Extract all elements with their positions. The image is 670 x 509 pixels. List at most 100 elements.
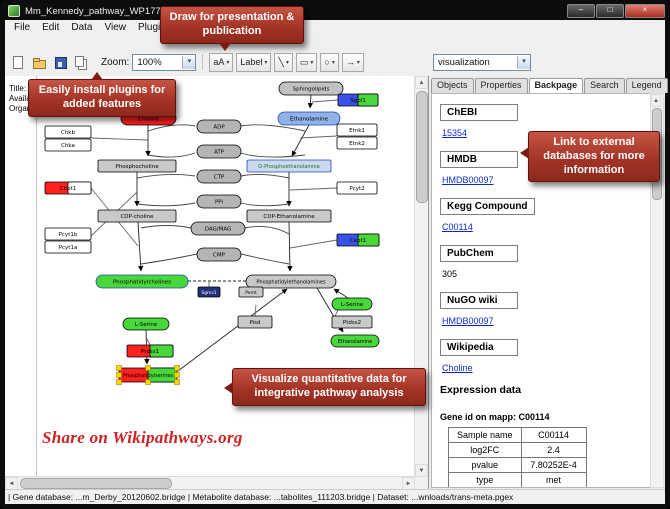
- pathway-edge[interactable]: [177, 288, 288, 372]
- menu-edit[interactable]: Edit: [42, 22, 60, 33]
- minimize-button[interactable]: –: [567, 4, 595, 18]
- chevron-down-icon[interactable]: ▾: [182, 55, 196, 69]
- oval-tool-button[interactable]: ○▾: [320, 52, 339, 72]
- pathway-canvas[interactable]: SphingolipidsSgpl1EthanolamineEtnk1Etnk2…: [37, 76, 416, 476]
- pathway-node-cept1[interactable]: Cept1: [336, 233, 380, 247]
- pathway-edge[interactable]: [137, 221, 144, 272]
- save-file-icon[interactable]: [51, 53, 69, 72]
- pathway-node-ptdss2[interactable]: Ptdss2: [331, 315, 373, 329]
- datanode-tool-button[interactable]: aA▾: [209, 52, 234, 72]
- pathway-node-atp[interactable]: ATP: [196, 144, 242, 159]
- pathway-edge[interactable]: [311, 99, 339, 103]
- pathway-edge[interactable]: [136, 173, 196, 179]
- pathway-node-pcyt1a[interactable]: Pcyt1a: [44, 240, 92, 254]
- pathway-edge[interactable]: [90, 137, 149, 141]
- pathway-edge[interactable]: [140, 225, 192, 229]
- menu-plugins[interactable]: Plugins: [137, 22, 171, 33]
- selection-handle[interactable]: [116, 365, 122, 371]
- pathway-edge[interactable]: [147, 152, 196, 158]
- pathway-node-chpt1[interactable]: Chpt1: [44, 181, 92, 195]
- menu-file[interactable]: File: [14, 22, 31, 33]
- canvas-horizontal-scrollbar[interactable]: ◄ ►: [5, 476, 415, 490]
- pathway-node-l-serine[interactable]: L-Serine: [331, 297, 373, 311]
- maximize-button[interactable]: □: [596, 4, 624, 18]
- rectangle-tool-button[interactable]: ▭▾: [295, 52, 318, 72]
- selection-handle[interactable]: [174, 365, 180, 371]
- tab-legend[interactable]: Legend: [625, 78, 668, 93]
- pathway-node-pcyt1b[interactable]: Pcyt1b: [44, 227, 92, 241]
- pathway-node-ptdss1[interactable]: Ptdss1: [126, 344, 174, 358]
- menu-view[interactable]: View: [104, 22, 126, 33]
- label-tool-button[interactable]: Label▾: [236, 52, 272, 72]
- selection-handle[interactable]: [145, 379, 151, 385]
- pathway-node-etnk2[interactable]: Etnk2: [336, 136, 378, 150]
- pathway-edge[interactable]: [287, 221, 293, 272]
- pathway-node-l-serine[interactable]: L-Serine: [122, 317, 170, 331]
- external-link[interactable]: HMDB00097: [442, 175, 494, 185]
- pathway-edge[interactable]: [240, 253, 290, 265]
- pathway-node-cdp-ethanolamine[interactable]: CDP-Ethanolamine: [246, 209, 332, 223]
- pathway-node-ethanolamine[interactable]: Ethanolamine: [330, 334, 380, 348]
- visualization-combobox[interactable]: visualization ▾: [433, 54, 531, 71]
- pathway-node-phosphatidylserines[interactable]: Phosphatidylserines: [116, 365, 180, 385]
- open-file-icon[interactable]: [30, 53, 48, 72]
- scroll-down-icon[interactable]: ▼: [415, 464, 428, 477]
- line-tool-button[interactable]: ╲▾: [274, 52, 293, 72]
- pathway-edge[interactable]: [240, 173, 290, 179]
- close-button[interactable]: ×: [625, 4, 665, 18]
- external-link[interactable]: Choline: [442, 363, 473, 373]
- pathway-node-pcyt2[interactable]: Pcyt2: [336, 181, 378, 195]
- scroll-up-icon[interactable]: ▲: [651, 94, 661, 107]
- pathway-node-pisd[interactable]: Pisd: [237, 315, 273, 329]
- pathway-edge[interactable]: [140, 253, 198, 265]
- tab-backpage[interactable]: Backpage: [528, 78, 584, 93]
- external-link[interactable]: C00114: [442, 222, 473, 232]
- chevron-down-icon[interactable]: ▾: [517, 56, 530, 69]
- pathway-edge[interactable]: [291, 124, 310, 157]
- pathway-node-o-phosphoethanolamine[interactable]: O-Phosphoethanolamine: [246, 159, 332, 173]
- tab-search[interactable]: Search: [584, 78, 625, 93]
- pathway-node-chkb[interactable]: Chkb: [44, 125, 92, 139]
- arrow-tool-button[interactable]: →▾: [341, 52, 364, 72]
- pathway-node-adp[interactable]: ADP: [196, 119, 242, 134]
- pathway-edge[interactable]: [244, 226, 290, 235]
- pathway-node-pemt[interactable]: Pemt: [238, 286, 264, 298]
- pathway-edge[interactable]: [240, 202, 290, 207]
- menu-data[interactable]: Data: [71, 22, 93, 33]
- pathway-edge[interactable]: [299, 135, 338, 139]
- pathway-node-ppi[interactable]: PPi: [196, 194, 242, 209]
- selection-handle[interactable]: [145, 365, 151, 371]
- pathway-node-phosphatidylethanolamines[interactable]: Phosphatidylethanolamines: [245, 274, 337, 289]
- selection-handle[interactable]: [116, 372, 122, 378]
- copy-icon[interactable]: [72, 53, 90, 72]
- pathway-edge[interactable]: [147, 124, 196, 132]
- pathway-node-ctp[interactable]: CTP: [196, 169, 242, 184]
- pathway-node-sphingolipids[interactable]: Sphingolipids: [278, 81, 344, 96]
- pathway-edge[interactable]: [333, 288, 349, 299]
- selection-handle[interactable]: [116, 379, 122, 385]
- pathway-node-sgpl1[interactable]: Sgpl1: [337, 93, 379, 107]
- zoom-combobox[interactable]: 100% ▾: [132, 53, 197, 71]
- pathway-edge[interactable]: [146, 338, 151, 346]
- selection-handle[interactable]: [174, 372, 180, 378]
- pathway-node-phosphocholine[interactable]: Phosphocholine: [97, 159, 177, 173]
- pathway-edge[interactable]: [254, 304, 257, 317]
- selection-handle[interactable]: [174, 379, 180, 385]
- scrollbar-thumb[interactable]: [416, 91, 428, 203]
- scrollbar-thumb[interactable]: [20, 478, 172, 489]
- pathway-node-cmp[interactable]: CMP: [196, 247, 242, 262]
- pathway-edge[interactable]: [136, 202, 196, 207]
- pathway-node-ethanolamine[interactable]: Ethanolamine: [277, 111, 341, 126]
- external-link[interactable]: HMDB00097: [442, 316, 494, 326]
- pathway-edge[interactable]: [289, 239, 338, 249]
- pathway-node-etnk1[interactable]: Etnk1: [336, 123, 378, 137]
- tab-objects[interactable]: Objects: [431, 78, 474, 93]
- pathway-node-phosphatidylcholines[interactable]: Phosphatidylcholines: [95, 274, 189, 289]
- panel-vertical-scrollbar[interactable]: ▲: [650, 93, 664, 488]
- external-link[interactable]: 15354: [442, 128, 468, 138]
- scroll-up-icon[interactable]: ▲: [415, 76, 428, 89]
- pathway-edge[interactable]: [240, 152, 306, 158]
- canvas-vertical-scrollbar[interactable]: ▲ ▼: [414, 76, 428, 477]
- scroll-left-icon[interactable]: ◄: [5, 477, 18, 490]
